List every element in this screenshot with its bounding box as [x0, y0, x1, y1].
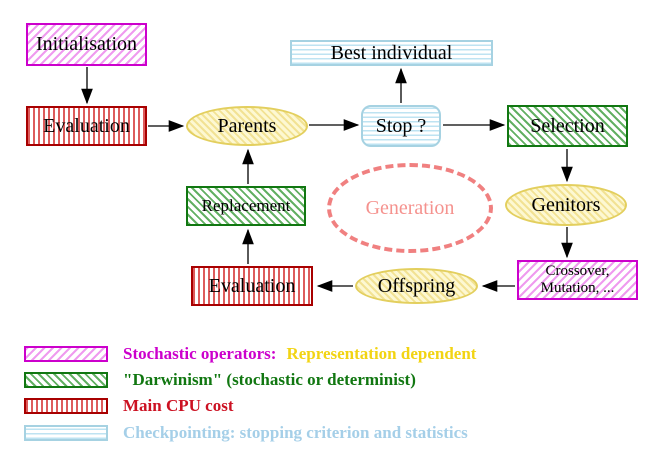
legend-main-cpu-cost-label: Main CPU cost: [123, 396, 234, 415]
node-genitors-label: Genitors: [531, 193, 601, 216]
node-stop: Stop ?: [361, 105, 441, 147]
node-best-individual: Best individual: [290, 40, 493, 66]
node-selection-label: Selection: [530, 114, 605, 137]
node-best-individual-label: Best individual: [330, 41, 453, 64]
legend-row-stochastic-operators: Stochastic operators: Representation dep…: [24, 343, 476, 365]
node-crossover-mutation: Crossover, Mutation, ...: [517, 260, 638, 300]
generation-loop-ellipse: Generation: [327, 163, 493, 253]
magenta-hatch-swatch: [24, 346, 108, 362]
node-evaluation-bottom-label: Evaluation: [208, 274, 296, 297]
node-evaluation-bottom: Evaluation: [191, 266, 313, 306]
node-initialisation-label: Initialisation: [35, 33, 138, 55]
legend-representation-dependent-label: Representation dependent: [286, 344, 477, 363]
node-genitors: Genitors: [505, 184, 627, 226]
legend-checkpointing-label: Checkpointing: stopping criterion and st…: [123, 423, 468, 442]
node-selection: Selection: [507, 105, 628, 147]
node-replacement-label: Replacement: [201, 196, 291, 215]
cyan-stripes-swatch: [24, 425, 108, 441]
node-replacement: Replacement: [186, 186, 306, 226]
node-stop-label: Stop ?: [375, 114, 427, 137]
legend-row-checkpointing: Checkpointing: stopping criterion and st…: [24, 422, 468, 444]
legend-row-darwinism: "Darwinism" (stochastic or determinist): [24, 369, 416, 391]
red-stripes-swatch: [24, 398, 108, 414]
legend-stochastic-operators-label: Stochastic operators:: [123, 344, 277, 363]
node-offspring-label: Offspring: [377, 274, 456, 297]
node-crossover-line1: Crossover,: [545, 263, 610, 279]
node-parents: Parents: [186, 106, 308, 146]
node-evaluation-top: Evaluation: [26, 106, 147, 146]
generation-label: Generation: [365, 196, 455, 219]
node-offspring: Offspring: [355, 268, 478, 304]
node-parents-label: Parents: [217, 114, 277, 137]
node-evaluation-top-label: Evaluation: [43, 114, 130, 137]
green-hatch-swatch: [24, 372, 108, 388]
legend-darwinism-label: "Darwinism" (stochastic or determinist): [123, 370, 416, 389]
legend-row-main-cpu-cost: Main CPU cost: [24, 395, 233, 417]
node-crossover-line2: Mutation, ...: [540, 280, 615, 296]
node-initialisation: Initialisation: [26, 23, 147, 66]
